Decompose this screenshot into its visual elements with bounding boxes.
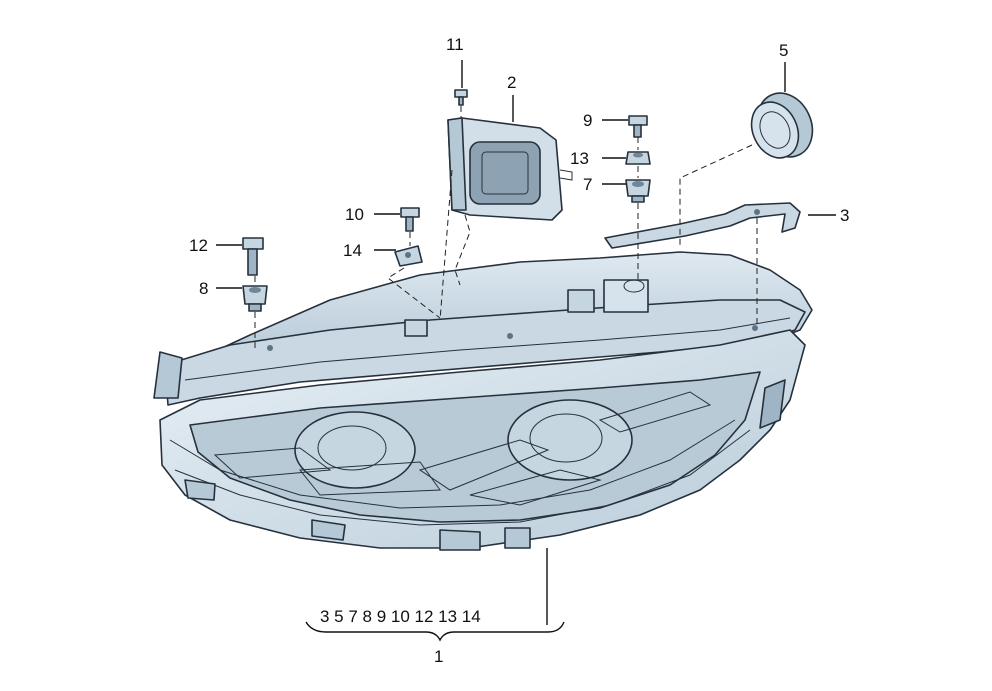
assembly-contents: 3 5 7 8 9 10 12 13 14 — [320, 607, 481, 626]
callout-14: 14 — [343, 241, 362, 260]
bracket — [604, 202, 801, 249]
nut-13 — [625, 151, 651, 165]
callout-3: 3 — [840, 206, 849, 225]
callout-12: 12 — [189, 236, 208, 255]
bolt-12 — [242, 237, 264, 276]
callout-11: 11 — [446, 35, 464, 54]
bolt-10 — [400, 207, 420, 232]
cover-cap — [750, 92, 814, 159]
control-unit — [447, 117, 573, 221]
grommet-8 — [242, 285, 268, 312]
headlamp-housing — [153, 251, 813, 551]
callout-2: 2 — [507, 73, 516, 92]
callout-13: 13 — [570, 149, 589, 168]
callout-1: 1 — [434, 647, 443, 666]
bolt-9 — [628, 115, 648, 138]
callout-7: 7 — [583, 175, 592, 194]
screw-11 — [454, 89, 468, 106]
callout-10: 10 — [345, 205, 364, 224]
assembly-lines — [254, 106, 758, 348]
callout-8: 8 — [199, 279, 208, 298]
callout-5: 5 — [779, 41, 788, 60]
leader-lines — [216, 60, 836, 642]
callout-9: 9 — [583, 111, 592, 130]
grommet-7 — [625, 179, 651, 203]
clip-nut-14 — [394, 245, 423, 267]
callout-labels: 11 2 5 9 13 7 3 10 14 12 8 3 5 7 8 9 10 … — [189, 35, 849, 666]
